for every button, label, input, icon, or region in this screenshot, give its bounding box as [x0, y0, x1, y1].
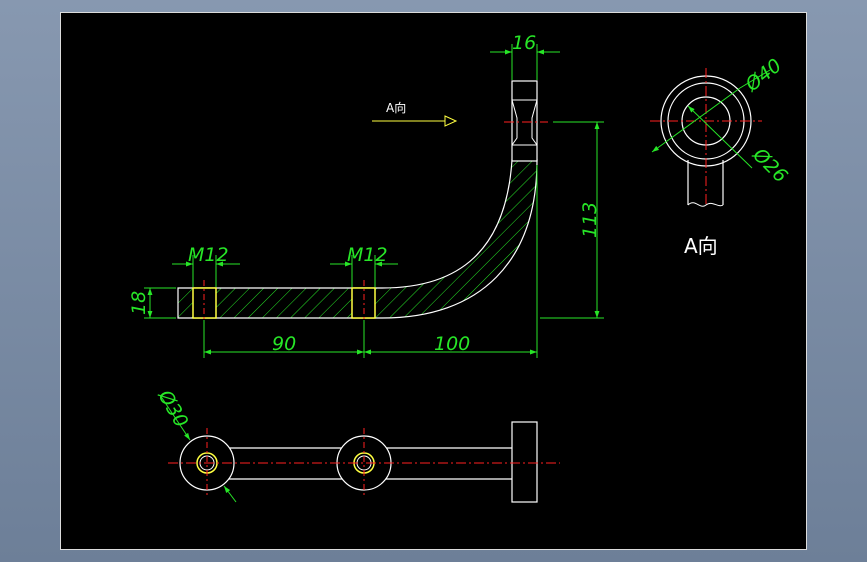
- dim-text-span-left: 90: [272, 333, 296, 355]
- dim-span: 90 100: [203, 165, 538, 358]
- dim-text-thread-left: M12: [188, 244, 229, 266]
- view-a: Ø40 Ø26 A向: [650, 55, 792, 258]
- dim-thread-right: M12: [330, 244, 398, 287]
- view-a-title: A向: [684, 234, 718, 258]
- dim-text-thickness: 18: [128, 291, 150, 315]
- front-view: 16 113 18 M12: [128, 32, 604, 358]
- thread-hole-left: [192, 280, 217, 326]
- view-direction-arrow: A向: [372, 100, 458, 127]
- dim-height: 113: [540, 121, 604, 319]
- dim-text-span-right: 100: [434, 333, 470, 355]
- dim-text-flange-width: 16: [512, 32, 536, 54]
- dim-text-boss-dia: Ø30: [153, 386, 192, 432]
- dim-flange-width: 16: [490, 32, 560, 80]
- view-arrow-label: A向: [386, 100, 406, 115]
- dim-thread-left: M12: [172, 244, 240, 287]
- thread-hole-right: [351, 280, 376, 326]
- dim-text-height: 113: [579, 202, 601, 238]
- top-view: Ø30: [153, 386, 560, 503]
- dim-text-ring-inner: Ø26: [748, 143, 792, 187]
- top-flange: [504, 80, 548, 162]
- dim-thickness: 18: [128, 287, 176, 319]
- dim-text-thread-right: M12: [347, 244, 388, 266]
- dim-text-ring-outer: Ø40: [741, 55, 786, 97]
